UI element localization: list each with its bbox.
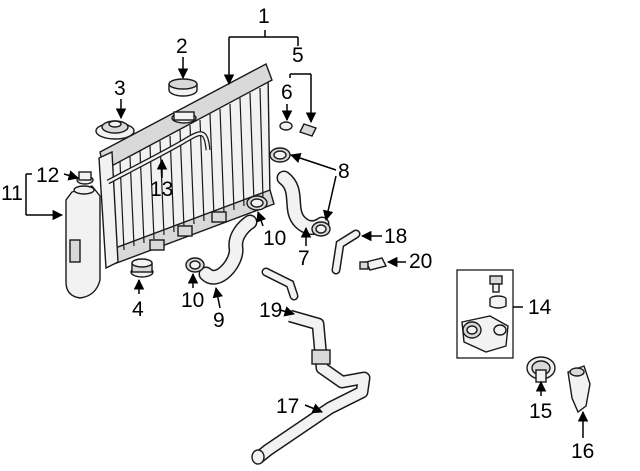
- hose-clamp-10a: [185, 257, 205, 273]
- callout-leaders: [25, 30, 589, 438]
- callout-16: 16: [571, 440, 594, 463]
- housing-seal: [489, 295, 507, 309]
- thermostat: [526, 356, 556, 383]
- hose-clamp-10b: [246, 195, 268, 211]
- callout-20: 20: [409, 250, 432, 273]
- callout-6: 6: [281, 81, 293, 104]
- thermostat-housing: [461, 315, 509, 353]
- drain-plug: [130, 258, 154, 278]
- radiator: [98, 63, 275, 270]
- callout-15: 15: [529, 400, 552, 423]
- callout-18: 18: [384, 225, 407, 248]
- callout-9: 9: [213, 309, 225, 332]
- callout-8: 8: [338, 160, 350, 183]
- callout-labels: 1 2 3 5 6 8 12 11 13 10 7 18 20 4 10 9 1…: [1, 5, 594, 463]
- bracket-part-5: [299, 123, 317, 137]
- callout-17: 17: [276, 395, 299, 418]
- coolant-reservoir: [65, 185, 101, 299]
- heater-hose: [261, 267, 299, 301]
- lower-radiator-hose: [198, 214, 258, 285]
- callout-1: 1: [258, 5, 270, 28]
- callout-5: 5: [292, 44, 304, 67]
- hose-clamp-upper: [269, 147, 291, 163]
- water-pipe: [251, 309, 371, 465]
- callout-10b: 10: [181, 289, 204, 312]
- callout-14: 14: [528, 296, 552, 319]
- callout-3: 3: [114, 77, 126, 100]
- callout-2: 2: [176, 35, 188, 58]
- callout-19: 19: [259, 299, 282, 322]
- reservoir-filler-cap: [76, 171, 94, 185]
- callout-12: 12: [36, 164, 59, 187]
- upper-radiator-hose: [276, 170, 330, 236]
- hose-clamp-lower: [311, 221, 331, 237]
- callout-11: 11: [1, 182, 23, 205]
- reservoir-cap: [95, 120, 135, 140]
- bypass-hose: [331, 229, 361, 275]
- clip-part-6: [279, 121, 293, 131]
- callout-4: 4: [132, 298, 144, 321]
- callout-7: 7: [298, 247, 310, 270]
- water-outlet: [567, 365, 591, 414]
- callout-13: 13: [150, 178, 173, 201]
- thermostat-kit-box: [456, 269, 514, 359]
- radiator-cap: [168, 78, 198, 97]
- callout-10a: 10: [263, 227, 286, 250]
- temperature-sensor: [359, 257, 388, 271]
- air-bleed-bolt: [489, 275, 503, 293]
